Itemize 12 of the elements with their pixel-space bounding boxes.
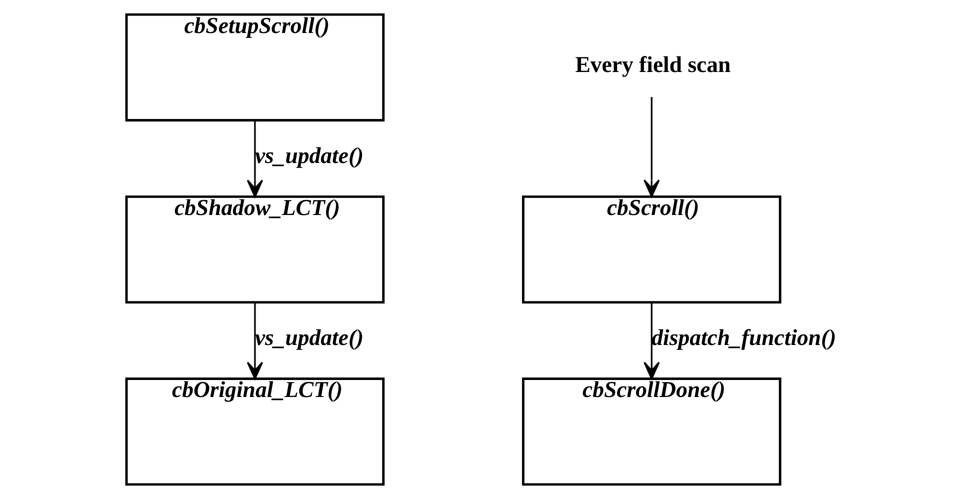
arrow	[246, 120, 263, 198]
node-box: cbSetupScroll()	[124, 13, 384, 122]
node-text: Every field scan	[574, 52, 730, 77]
node-box: cbShadow_LCT()	[124, 195, 384, 304]
node-box: cbScrollDone()	[522, 378, 781, 486]
node-box: cbOriginal_LCT()	[124, 378, 384, 486]
arrow	[246, 302, 263, 380]
edge-label: vs_update()	[254, 142, 364, 168]
edge-label: vs_update()	[254, 324, 364, 350]
node-box: cbScroll()	[522, 195, 781, 304]
arrow	[643, 96, 660, 198]
arrow	[643, 302, 660, 380]
